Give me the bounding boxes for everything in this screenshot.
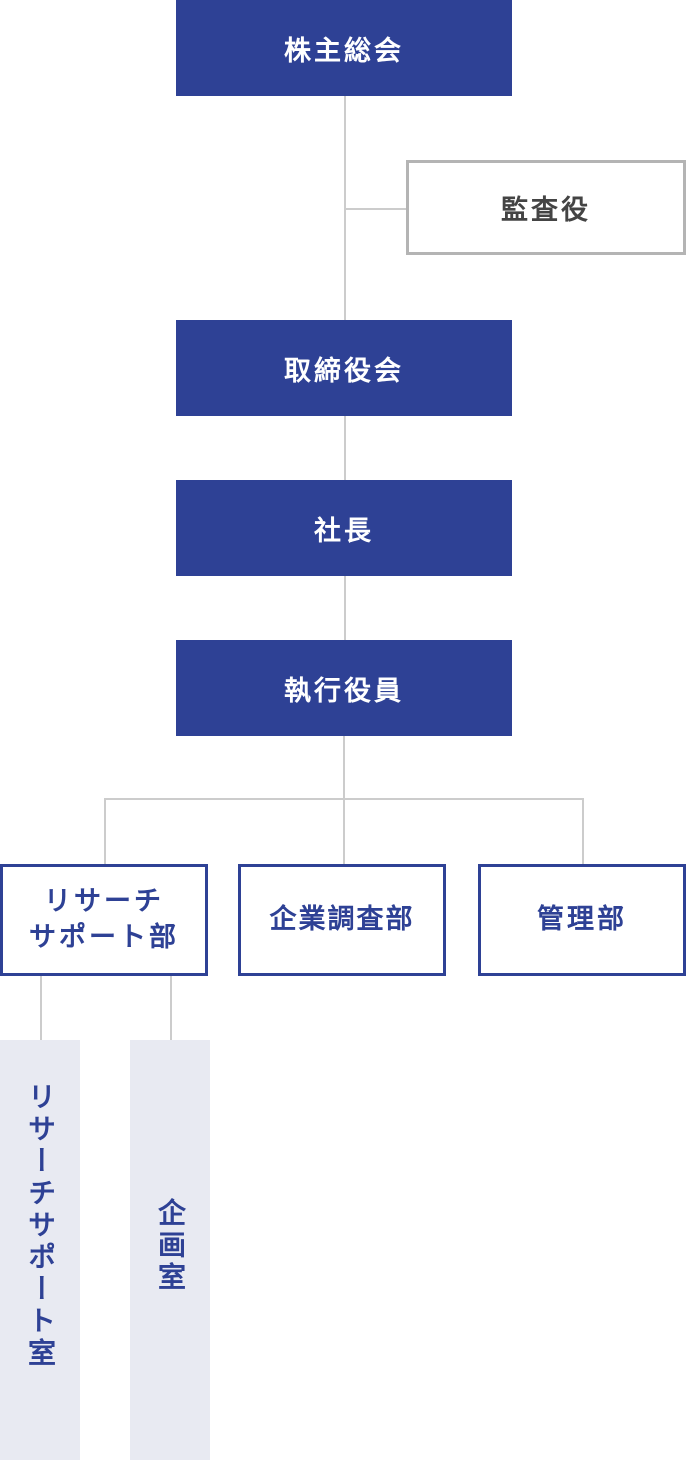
president-box: 社長 (176, 480, 512, 576)
connector-auditor (346, 208, 408, 210)
corporate-research-department-label: 企業調査部 (269, 904, 415, 935)
connector-section-left (40, 976, 42, 1040)
connector-board-president (344, 416, 346, 480)
board-of-directors-label: 取締役会 (284, 355, 404, 387)
president-label: 社長 (314, 515, 374, 547)
connector-section-right (170, 976, 172, 1040)
executive-officers-box: 執行役員 (176, 640, 512, 736)
shareholders-meeting-label: 株主総会 (284, 35, 404, 67)
connector-executive-down (343, 736, 345, 864)
corporate-research-department-box: 企業調査部 (238, 864, 446, 976)
administration-department-label: 管理部 (537, 904, 627, 935)
auditor-label: 監査役 (501, 195, 591, 226)
connector-dept-right (582, 798, 584, 864)
research-support-department-label-line2: サポート部 (29, 922, 179, 953)
connector-main-top (344, 96, 346, 320)
planning-office-label: 企画室 (154, 1198, 187, 1294)
connector-departments-horizontal (104, 798, 584, 800)
connector-dept-left (104, 798, 106, 864)
research-support-department-box: リサーチ サポート部 (0, 864, 208, 976)
administration-department-box: 管理部 (478, 864, 686, 976)
executive-officers-label: 執行役員 (284, 675, 404, 707)
connector-president-executive (344, 576, 346, 640)
planning-office-box: 企画室 (130, 1040, 210, 1460)
board-of-directors-box: 取締役会 (176, 320, 512, 416)
shareholders-meeting-box: 株主総会 (176, 0, 512, 96)
research-support-office-box: リサーチサポート室 (0, 1040, 80, 1460)
auditor-box: 監査役 (406, 160, 686, 255)
research-support-office-label: リサーチサポート室 (24, 1082, 57, 1370)
research-support-department-label-line1: リサーチ (44, 886, 164, 917)
